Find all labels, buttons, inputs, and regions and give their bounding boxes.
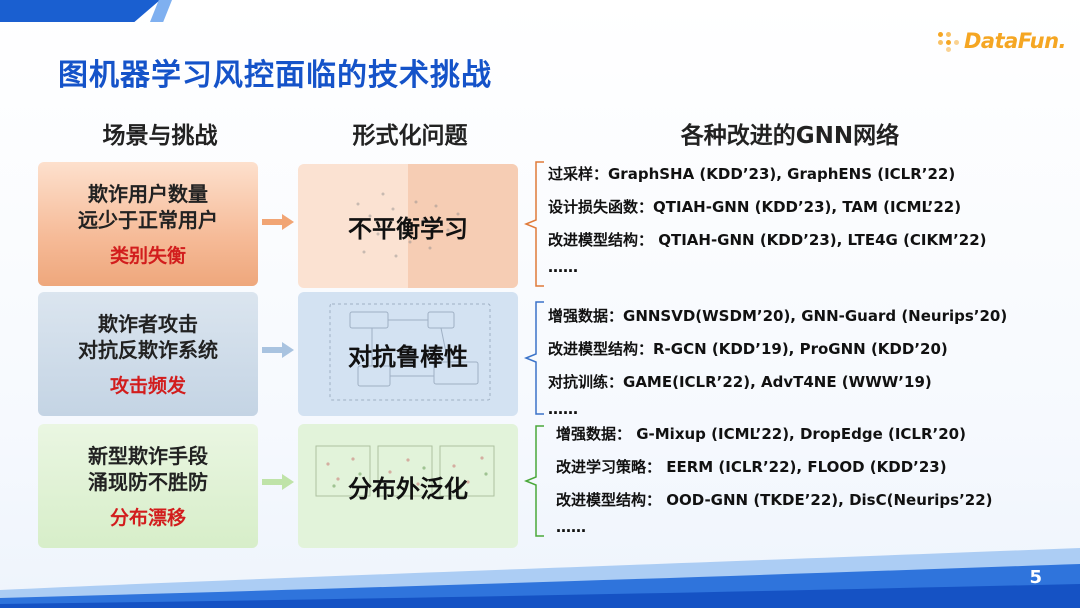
network-list-distribution-shift: 增强数据： G-Mixup (ICML’22), DropEdge (ICLR’… bbox=[556, 418, 993, 541]
challenge-keyword: 分布漂移 bbox=[109, 506, 186, 529]
network-item: 对抗训练：GAME(ICLR’22), AdvT4NE (WWW’19) bbox=[548, 373, 932, 391]
scenario-line: 新型欺诈手段 bbox=[88, 443, 208, 468]
network-item: 设计损失函数：QTIAH-GNN (KDD’23), TAM (ICML’22) bbox=[548, 198, 962, 216]
datafun-logo: DataFun. bbox=[936, 26, 1067, 56]
scenario-line: 远少于正常用户 bbox=[78, 207, 218, 232]
challenge-keyword: 攻击频发 bbox=[109, 374, 186, 397]
brace-icon bbox=[523, 425, 544, 537]
scenario-line: 涌现防不胜防 bbox=[88, 469, 208, 494]
network-item: 过采样：GraphSHA (KDD’23), GraphENS (ICLR’22… bbox=[548, 165, 956, 183]
scenario-line: 欺诈用户数量 bbox=[88, 181, 208, 206]
network-item-ellipsis: …… bbox=[548, 258, 578, 276]
scenario-card-imbalance: 欺诈用户数量 远少于正常用户 类别失衡 bbox=[38, 162, 258, 286]
network-item-ellipsis: …… bbox=[548, 400, 578, 418]
plots-background-image bbox=[315, 445, 495, 497]
network-item: 改进模型结构： QTIAH-GNN (KDD’23), LTE4G (CIKM’… bbox=[548, 231, 987, 249]
network-item-ellipsis: …… bbox=[556, 518, 586, 536]
network-item: 改进学习策略： EERM (ICLR’22), FLOOD (KDD’23) bbox=[556, 458, 947, 476]
bottom-wave-decoration bbox=[0, 548, 1080, 608]
network-item: 改进模型结构： OOD-GNN (TKDE’22), DisC(Neurips’… bbox=[556, 491, 993, 509]
scenario-line: 对抗反欺诈系统 bbox=[78, 337, 218, 362]
scenario-card-adversarial: 欺诈者攻击 对抗反欺诈系统 攻击频发 bbox=[38, 292, 258, 416]
diagram-background-image bbox=[329, 303, 491, 401]
network-item: 改进模型结构：R-GCN (KDD’19), ProGNN (KDD’20) bbox=[548, 340, 948, 358]
scatter-background-image bbox=[356, 164, 518, 288]
network-list-imbalance: 过采样：GraphSHA (KDD’23), GraphENS (ICLR’22… bbox=[548, 158, 987, 281]
network-item: 增强数据： G-Mixup (ICML’22), DropEdge (ICLR’… bbox=[556, 425, 966, 443]
scenario-card-distribution-shift: 新型欺诈手段 涌现防不胜防 分布漂移 bbox=[38, 424, 258, 548]
problem-card-adversarial-robustness: 对抗鲁棒性 bbox=[298, 292, 518, 416]
problem-card-ood-generalization: 分布外泛化 bbox=[298, 424, 518, 548]
network-list-adversarial: 增强数据：GNNSVD(WSDM’20), GNN-Guard (Neurips… bbox=[548, 300, 1007, 423]
problem-label: 对抗鲁棒性 bbox=[348, 342, 468, 371]
column-header-networks: 各种改进的GNN网络 bbox=[680, 123, 900, 149]
logo-text: DataFun. bbox=[963, 29, 1067, 53]
challenge-keyword: 类别失衡 bbox=[109, 244, 186, 267]
column-header-scenario: 场景与挑战 bbox=[102, 123, 218, 149]
brace-icon bbox=[523, 161, 544, 287]
brace-icon bbox=[523, 301, 544, 415]
page-number: 5 bbox=[1029, 567, 1042, 588]
network-item: 增强数据：GNNSVD(WSDM’20), GNN-Guard (Neurips… bbox=[548, 307, 1008, 325]
arrow-right-icon bbox=[262, 342, 294, 358]
problem-label: 分布外泛化 bbox=[348, 474, 468, 503]
problem-card-imbalanced-learning: 不平衡学习 bbox=[298, 164, 518, 288]
logo-dots-icon bbox=[936, 30, 962, 52]
arrow-right-icon bbox=[262, 474, 294, 490]
scenario-line: 欺诈者攻击 bbox=[98, 311, 198, 336]
column-header-formalization: 形式化问题 bbox=[352, 123, 468, 149]
top-accent-band bbox=[0, 0, 160, 22]
slide-title: 图机器学习风控面临的技术挑战 bbox=[58, 58, 492, 93]
problem-label: 不平衡学习 bbox=[348, 214, 468, 243]
arrow-right-icon bbox=[262, 214, 294, 230]
